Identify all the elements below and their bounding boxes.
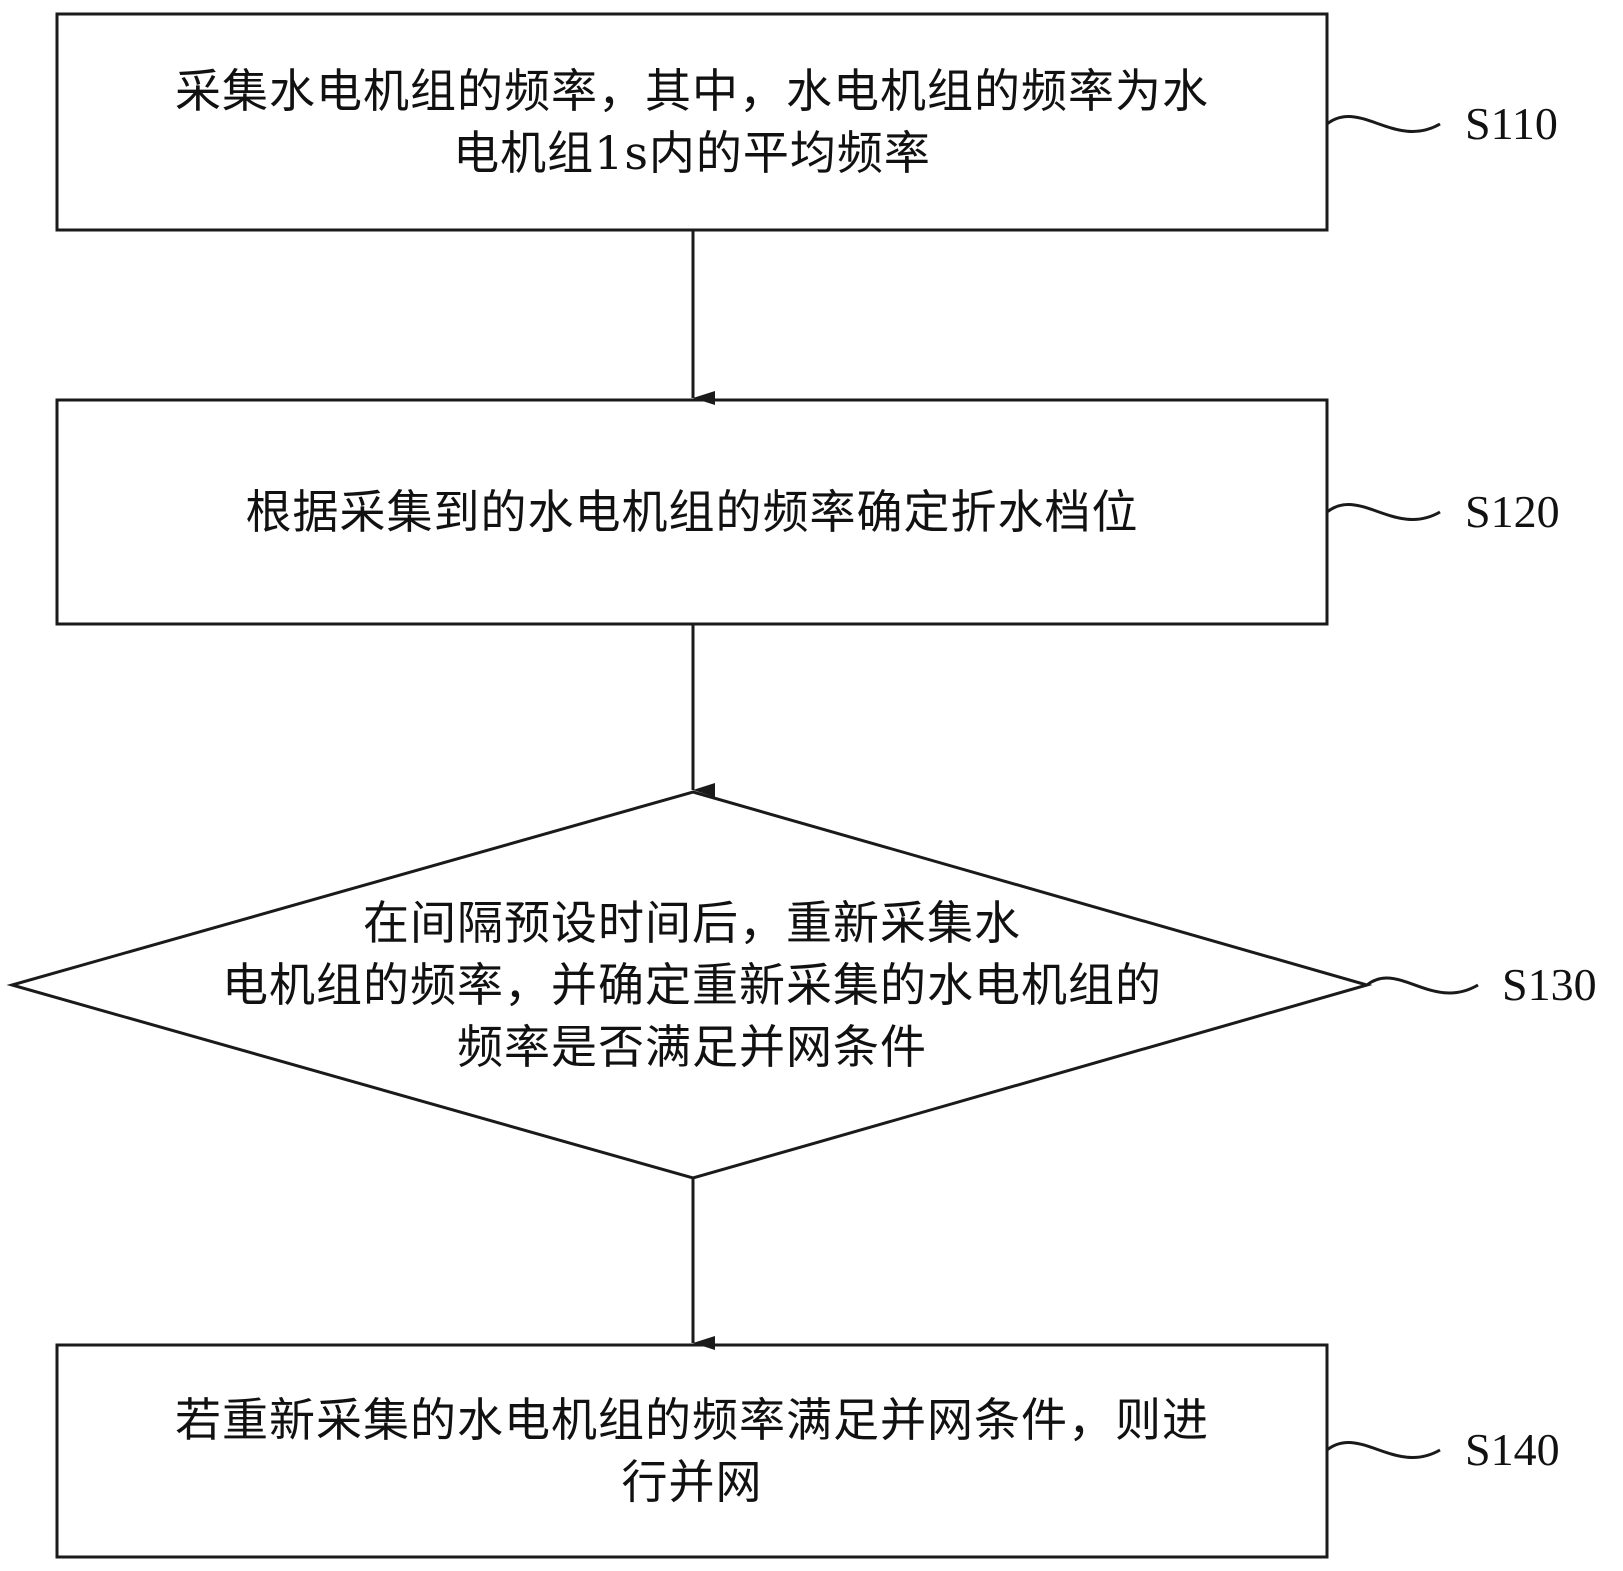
step-text-line: 采集水电机组的频率，其中，水电机组的频率为水 bbox=[175, 64, 1209, 118]
step-text-line: 若重新采集的水电机组的频率满足并网条件，则进 bbox=[175, 1393, 1209, 1447]
step-text-s110: 采集水电机组的频率，其中，水电机组的频率为水 电机组1s内的平均频率 bbox=[57, 14, 1327, 230]
step-text-line: 电机组1s内的平均频率 bbox=[453, 126, 931, 180]
leader-squiggle-s120 bbox=[1326, 503, 1441, 521]
step-text-s130: 在间隔预设时间后，重新采集水 电机组的频率，并确定重新采集的水电机组的 频率是否… bbox=[112, 860, 1272, 1110]
step-text-s120: 根据采集到的水电机组的频率确定折水档位 bbox=[57, 400, 1327, 624]
step-text-line: 行并网 bbox=[621, 1455, 763, 1509]
leader-squiggle-s140 bbox=[1326, 1441, 1441, 1459]
leader-squiggle-s130 bbox=[1366, 976, 1479, 995]
step-label-s110: S110 bbox=[1465, 98, 1558, 149]
step-text-line: 电机组的频率，并确定重新采集的水电机组的 bbox=[222, 958, 1162, 1012]
step-label-s120: S120 bbox=[1465, 486, 1560, 537]
leader-squiggle-s110 bbox=[1326, 115, 1441, 133]
step-text-line: 根据采集到的水电机组的频率确定折水档位 bbox=[245, 485, 1139, 539]
step-text-line: 频率是否满足并网条件 bbox=[457, 1020, 927, 1074]
step-box-s140 bbox=[55, 1343, 1329, 1559]
step-text-s140: 若重新采集的水电机组的频率满足并网条件，则进 行并网 bbox=[57, 1345, 1327, 1557]
step-label-s130: S130 bbox=[1502, 959, 1597, 1010]
step-label-s140: S140 bbox=[1465, 1424, 1560, 1475]
step-text-line: 在间隔预设时间后，重新采集水 bbox=[363, 896, 1021, 950]
